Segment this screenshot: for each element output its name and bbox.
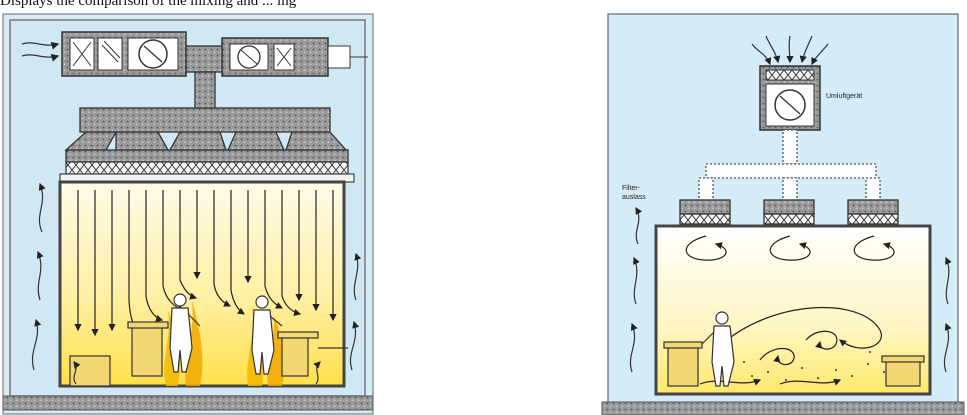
umluftgeraet-label: Umluftgerät bbox=[826, 93, 862, 100]
filter-outlet-label-line2: auslass bbox=[622, 194, 646, 201]
right-diagram: Umluftgerät Filter- auslass bbox=[602, 14, 964, 415]
left-diagram bbox=[3, 14, 373, 414]
left-hepa-filter-row bbox=[66, 162, 348, 174]
right-filter-outlets bbox=[680, 200, 898, 224]
right-recirculation-unit bbox=[760, 66, 820, 130]
left-air-handling-unit bbox=[62, 32, 186, 76]
right-floor bbox=[602, 402, 964, 415]
left-floor bbox=[3, 396, 373, 410]
filter-outlet-label-line1: Filter- bbox=[622, 185, 641, 192]
